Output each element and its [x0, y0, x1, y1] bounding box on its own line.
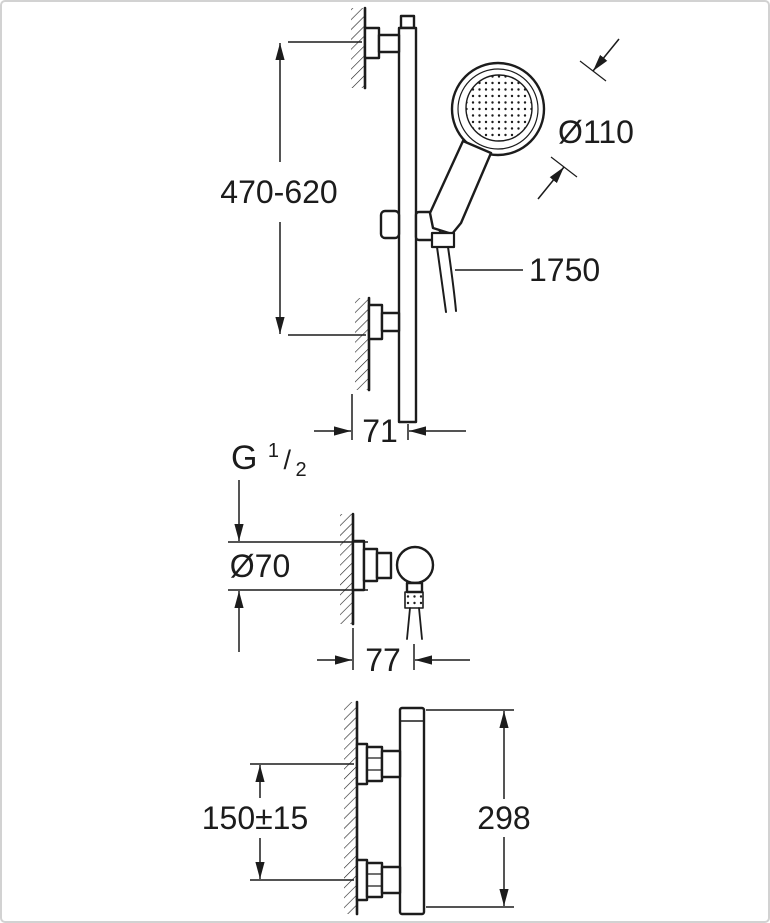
union-top-connector — [380, 749, 402, 779]
union-bottom-connector — [380, 865, 402, 895]
label-head-diameter: Ø110 — [558, 114, 634, 150]
top-dimensions — [275, 38, 620, 440]
bracket-bottom-escutcheon — [367, 303, 384, 341]
label-hose-length: 1750 — [529, 252, 600, 288]
label-rail-height: 470-620 — [220, 174, 337, 210]
tick-head-diameter-upper — [579, 60, 607, 82]
thermostat-drawing — [344, 700, 426, 916]
shower-hose-left — [436, 246, 447, 313]
spray-face — [465, 74, 533, 142]
hand-shower-rim — [457, 68, 539, 150]
thermostat-dimensions — [250, 709, 514, 908]
holder-knob — [379, 209, 401, 240]
valve-dimensions — [228, 480, 470, 670]
wall-hatch-valve — [340, 514, 353, 624]
bracket-bottom-arm — [380, 311, 401, 333]
thread-slash: / — [283, 445, 291, 475]
valve-drawing — [340, 512, 435, 640]
thermostat-body — [398, 706, 426, 916]
rail-cap — [399, 14, 416, 30]
union-bottom-nut — [365, 861, 384, 899]
union-bottom-escutcheon — [355, 858, 369, 902]
bracket-top-escutcheon — [363, 26, 381, 60]
label-rail-wall-offset: 71 — [362, 413, 398, 449]
dim-head-diameter-lower — [537, 166, 565, 200]
union-top-nut — [365, 745, 384, 783]
valve-knob — [395, 545, 435, 585]
label-thread-size: G 1 / 2 — [231, 439, 307, 481]
hand-shower-handle — [428, 139, 493, 236]
wall-hatch-mid — [355, 298, 369, 390]
label-valve-depth: 77 — [365, 642, 401, 678]
hose-nut — [430, 231, 456, 249]
shower-rail-drawing — [351, 6, 546, 424]
wall-hatch-thermostat — [344, 702, 357, 914]
tick-head-diameter-lower — [550, 156, 578, 178]
valve-nut — [375, 551, 393, 580]
outlet-stub-left — [406, 607, 411, 640]
thread-denominator: 2 — [295, 459, 306, 481]
outlet-stub-right — [418, 607, 423, 640]
wall-hatch-top — [351, 8, 365, 88]
label-valve-height: 298 — [477, 800, 530, 836]
shower-hose-right — [447, 246, 457, 312]
label-rosette-diameter: Ø70 — [230, 548, 290, 584]
valve-outlet — [404, 591, 424, 609]
shower-rail — [397, 26, 418, 424]
dim-head-diameter-upper — [592, 38, 620, 72]
thread-prefix: G — [231, 439, 257, 477]
valve-neck — [405, 581, 424, 594]
thread-numerator: 1 — [268, 440, 279, 462]
valve-escutcheon — [351, 539, 366, 592]
bracket-top-arm — [377, 33, 401, 54]
label-connection-distance: 150±15 — [202, 800, 309, 836]
valve-body — [362, 547, 379, 583]
union-top-escutcheon — [355, 742, 369, 786]
